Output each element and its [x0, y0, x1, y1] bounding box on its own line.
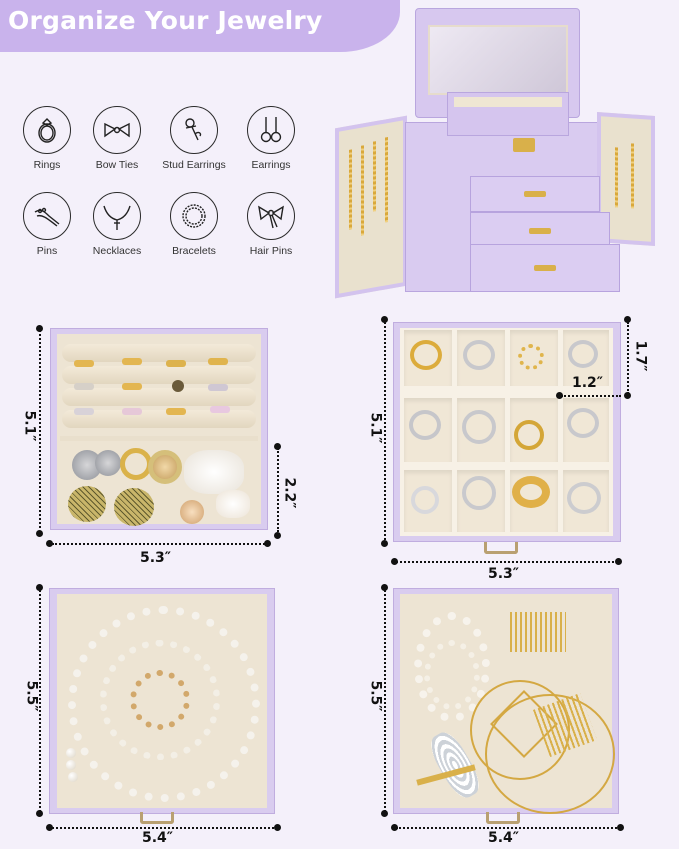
brooch-pin-icon: [23, 192, 71, 240]
lid-mirror: [428, 25, 568, 95]
category-pins: Pins: [8, 192, 86, 257]
bracelet-icon: [170, 192, 218, 240]
category-bow-ties: Bow Ties: [78, 106, 156, 171]
ring-tray-section-height-label: 2.2″: [281, 477, 298, 509]
earring-drawer-height-label: 5.5″: [367, 680, 384, 712]
category-bracelets: Bracelets: [155, 192, 233, 257]
drawer-1: [470, 176, 600, 212]
category-rings: Rings: [8, 106, 86, 171]
category-necklaces: Necklaces: [78, 192, 156, 257]
cell-width-label: 1.2″: [572, 375, 604, 391]
drawer-2: [470, 212, 610, 250]
grid-tray-width-label: 5.3″: [488, 566, 520, 582]
necklace-icon: [93, 192, 141, 240]
hair-bow-icon: [247, 192, 295, 240]
title-banner: Organize Your Jewelry: [0, 0, 400, 52]
stud-earring-icon: [170, 106, 218, 154]
cell-height-label: 1.7″: [632, 340, 649, 372]
ring-icon: [23, 106, 71, 154]
grid-tray-height-label: 5.1″: [367, 412, 384, 444]
drop-earring-icon: [247, 106, 295, 154]
necklace-drawer-height-label: 5.5″: [23, 680, 40, 712]
page-title: Organize Your Jewelry: [8, 6, 323, 35]
left-door: [335, 115, 407, 299]
drawer-3: [470, 244, 620, 292]
jewelry-box-product-image: [335, 4, 655, 299]
category-hair-pins: Hair Pins: [232, 192, 310, 257]
ring-tray-height-label: 5.1″: [21, 410, 38, 442]
ring-tray-width-label: 5.3″: [140, 550, 172, 566]
bow-tie-icon: [93, 106, 141, 154]
earring-drawer-width-label: 5.4″: [488, 830, 520, 846]
top-ring-tray: [447, 92, 569, 136]
category-stud-earrings: Stud Earrings: [155, 106, 233, 171]
necklace-drawer-width-label: 5.4″: [142, 830, 174, 846]
box-lock: [513, 138, 535, 152]
category-earrings: Earrings: [232, 106, 310, 171]
